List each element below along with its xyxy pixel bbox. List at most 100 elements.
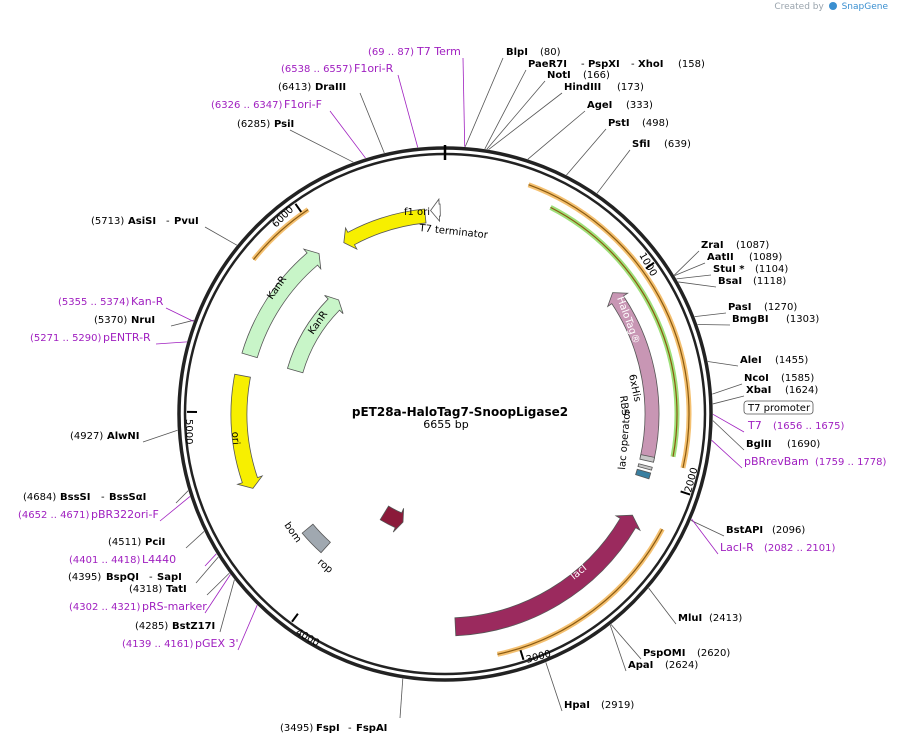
enzyme-mlui-pos: (2413) bbox=[709, 613, 742, 624]
enzyme-blpi-pos: (80) bbox=[540, 47, 561, 58]
enzyme-nrui-pos: (5370) bbox=[94, 315, 127, 326]
primer-pentr-r-name: pENTR-R bbox=[103, 331, 151, 344]
enzyme-ncoi-name: NcoI bbox=[744, 373, 769, 384]
enzyme-bsssi-sep: - bbox=[101, 492, 105, 503]
enzyme-blpi-name: BlpI bbox=[506, 47, 528, 58]
feature-label-rop: rop bbox=[315, 557, 335, 576]
feature-ori-7 bbox=[230, 373, 264, 489]
enzyme-xbai-pos: (1624) bbox=[785, 385, 818, 396]
enzyme-stui-pos: (1104) bbox=[755, 264, 788, 275]
primer-leader-3 bbox=[691, 518, 719, 555]
plasmid-name: pET28a-HaloTag7-SnoopLigase2 bbox=[352, 405, 568, 419]
enzyme-bstz17i-name: BstZ17I bbox=[172, 621, 215, 632]
leader-line-14 bbox=[712, 383, 743, 395]
primer-f1ori-r-pos: (6538 .. 6557) bbox=[281, 64, 353, 75]
enzyme-asisi-pos: (5713) bbox=[91, 216, 124, 227]
feature-label-bom: bom bbox=[282, 520, 304, 545]
enzyme-sfii-name: SfiI bbox=[632, 139, 650, 150]
primer-leader-2 bbox=[711, 440, 743, 469]
enzyme-bstapi-pos: (2096) bbox=[772, 525, 805, 536]
primer-t7term-name: T7 Term bbox=[416, 45, 461, 58]
primer-t7term-pos: (69 .. 87) bbox=[368, 47, 414, 58]
enzyme-sapi-name: SapI bbox=[157, 572, 182, 583]
leader-line-9 bbox=[676, 274, 712, 280]
enzyme-zrai-pos: (1087) bbox=[736, 240, 769, 251]
enzyme-bstz17i-pos: (4285) bbox=[135, 621, 168, 632]
enzyme-psii-pos: (6285) bbox=[237, 119, 270, 130]
enzyme-xhoi-pos: (158) bbox=[678, 59, 705, 70]
enzyme-pspxi-name: PspXI bbox=[588, 59, 620, 70]
feature-6xhis-1 bbox=[639, 454, 656, 463]
enzyme-apai-name: ApaI bbox=[628, 660, 653, 671]
tick-label-2000: 2000 bbox=[683, 466, 700, 493]
tick-4000 bbox=[291, 613, 299, 623]
primer-kan-r-name: Kan-R bbox=[131, 295, 164, 308]
leader-line-25 bbox=[195, 556, 219, 584]
primer-f1ori-f-name: F1ori-F bbox=[284, 98, 322, 111]
enzyme-psii-name: PsiI bbox=[274, 119, 294, 130]
enzyme-bspqi-sep: - bbox=[149, 572, 153, 583]
feature-laci-4 bbox=[454, 514, 641, 637]
leader-line-1 bbox=[484, 69, 527, 150]
enzyme-alwni-name: AlwNI bbox=[107, 431, 140, 442]
enzyme-bspqi-name: BspQI bbox=[106, 572, 139, 583]
leader-line-18 bbox=[648, 587, 677, 625]
enzyme-alwni-pos: (4927) bbox=[70, 431, 103, 442]
primer-leader-10 bbox=[329, 110, 366, 159]
enzyme-agei-name: AgeI bbox=[587, 100, 612, 111]
primer-arc-2-core bbox=[550, 206, 678, 457]
leader-line-28 bbox=[142, 429, 178, 443]
enzyme-fspi-pos: (3495) bbox=[280, 723, 313, 734]
leader-line-29 bbox=[170, 319, 195, 327]
leader-line-27 bbox=[175, 490, 189, 504]
enzyme-fspi-name: FspI bbox=[316, 723, 340, 734]
leader-line-31 bbox=[289, 129, 354, 163]
tick-3000 bbox=[519, 649, 525, 661]
enzyme-bstapi-name: BstAPI bbox=[726, 525, 763, 536]
primer-leader-9 bbox=[165, 307, 194, 322]
snapgene-logo-icon bbox=[828, 2, 837, 10]
enzyme-ncoi-pos: (1585) bbox=[781, 373, 814, 384]
feature-bom-6 bbox=[301, 523, 331, 554]
enzyme-bmgbi-pos: (1303) bbox=[786, 314, 819, 325]
enzyme-fspai-name: FspAI bbox=[356, 723, 387, 734]
leader-line-10 bbox=[678, 281, 717, 288]
leader-line-17 bbox=[690, 519, 725, 537]
primer-t7-name: T7 bbox=[747, 419, 762, 432]
feature-label-f1ori: f1 ori bbox=[404, 207, 430, 218]
enzyme-agei-pos: (333) bbox=[626, 100, 653, 111]
tick-label-5000: 5000 bbox=[183, 419, 194, 444]
plasmid-size: 6655 bp bbox=[423, 418, 468, 431]
primer-t7-pos: (1656 .. 1675) bbox=[773, 421, 845, 432]
primer-leader-11 bbox=[397, 74, 419, 148]
leader-line-6 bbox=[596, 149, 631, 194]
primer-leader-6 bbox=[204, 553, 217, 567]
enzyme-alei-name: AleI bbox=[740, 355, 762, 366]
primer-arc-4-core bbox=[253, 209, 309, 260]
leader-line-21 bbox=[545, 662, 563, 712]
enzyme-bsssi-pos: (4684) bbox=[23, 492, 56, 503]
enzyme-bglii-pos: (1690) bbox=[787, 439, 820, 450]
primer-prs-marker-name: pRS-marker bbox=[142, 600, 207, 613]
enzyme-fspi-sep: - bbox=[348, 723, 352, 734]
enzyme-bsai-name: BsaI bbox=[718, 276, 742, 287]
enzyme-sfii-pos: (639) bbox=[664, 139, 691, 150]
watermark-brand: SnapGene bbox=[841, 2, 888, 12]
enzyme-bglii-name: BglII bbox=[746, 439, 772, 450]
enzyme-psti-pos: (498) bbox=[642, 118, 669, 129]
enzyme-xhoi-name: XhoI bbox=[638, 59, 663, 70]
feature-f1-ori-10 bbox=[343, 208, 427, 250]
enzyme-paer7i-sep2: - bbox=[631, 59, 635, 70]
tick-layer bbox=[187, 203, 691, 661]
leader-line-15 bbox=[712, 395, 745, 405]
enzyme-bsssi-name: BssSI bbox=[60, 492, 90, 503]
leader-line-19 bbox=[610, 624, 642, 660]
primer-f1ori-f-pos: (6326 .. 6347) bbox=[211, 100, 283, 111]
primer-laci-r-name: LacI-R bbox=[720, 541, 754, 554]
watermark: Created by SnapGene bbox=[774, 2, 888, 12]
primer-f1ori-r-name: F1ori-R bbox=[354, 62, 394, 75]
enzyme-hindiii-name: HindIII bbox=[564, 82, 601, 93]
primer-pbrrevbam-name: pBRrevBam bbox=[744, 455, 809, 468]
enzyme-paer7i-name: PaeR7I bbox=[528, 59, 567, 70]
